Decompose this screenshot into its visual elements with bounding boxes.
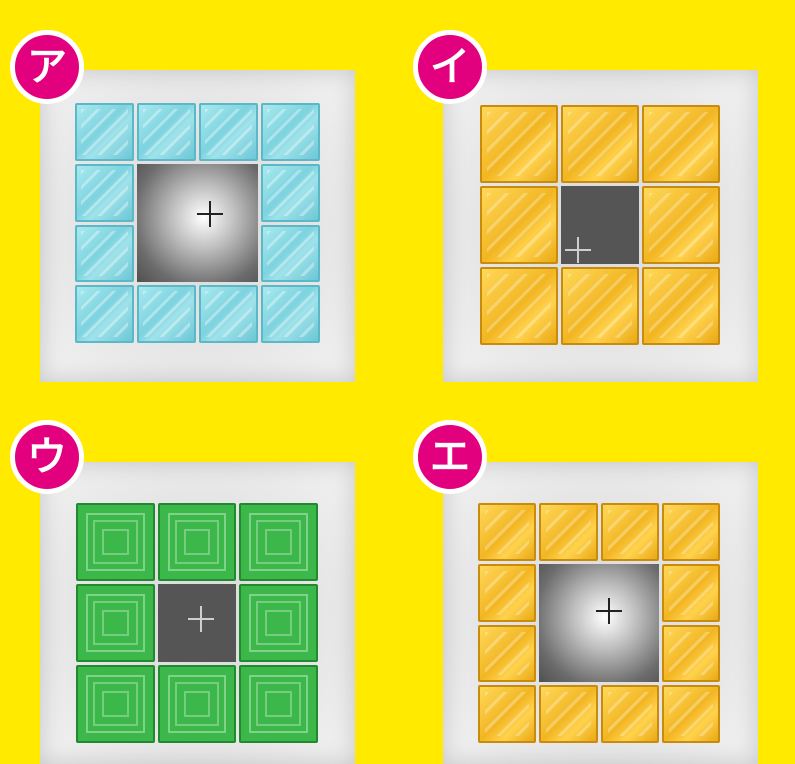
ice-block [75,103,134,161]
gold-block [662,564,720,622]
crosshair-icon [565,237,591,263]
ice-block [261,103,320,161]
option-i-structure [480,105,720,345]
gold-block [478,503,536,561]
gold-block [539,503,597,561]
gold-block [478,685,536,743]
gold-block [601,503,659,561]
gold-block [561,267,639,345]
gold-block [480,267,558,345]
ice-block [199,103,258,161]
option-a-structure [75,103,320,343]
center-hole [137,164,258,283]
emerald-block [239,503,318,581]
option-a-badge: ア [10,30,84,104]
emerald-block [158,503,237,581]
gold-block [478,625,536,683]
gold-block [642,105,720,183]
center-hole [158,584,237,662]
emerald-block [158,665,237,743]
option-u-structure [76,503,318,743]
ice-block [199,285,258,343]
gold-block [480,186,558,264]
center-hole [561,186,639,264]
gold-block [478,564,536,622]
emerald-block [239,665,318,743]
gold-block [662,685,720,743]
center-hole [539,564,659,683]
emerald-block [76,503,155,581]
gold-block [642,186,720,264]
gold-block [662,503,720,561]
crosshair-icon [197,201,223,227]
option-u-badge: ウ [10,420,84,494]
emerald-block [76,584,155,662]
gold-block [601,685,659,743]
gold-block [662,625,720,683]
ice-block [137,103,196,161]
crosshair-icon [188,606,214,632]
ice-block [137,285,196,343]
gold-block [561,105,639,183]
option-e-badge: エ [413,420,487,494]
ice-block [261,164,320,222]
ice-block [261,225,320,283]
option-e-structure [478,503,720,743]
ice-block [261,285,320,343]
gold-block [480,105,558,183]
emerald-block [76,665,155,743]
ice-block [75,285,134,343]
ice-block [75,225,134,283]
gold-block [539,685,597,743]
emerald-block [239,584,318,662]
option-i-badge: イ [413,30,487,104]
ice-block [75,164,134,222]
crosshair-icon [596,598,622,624]
gold-block [642,267,720,345]
